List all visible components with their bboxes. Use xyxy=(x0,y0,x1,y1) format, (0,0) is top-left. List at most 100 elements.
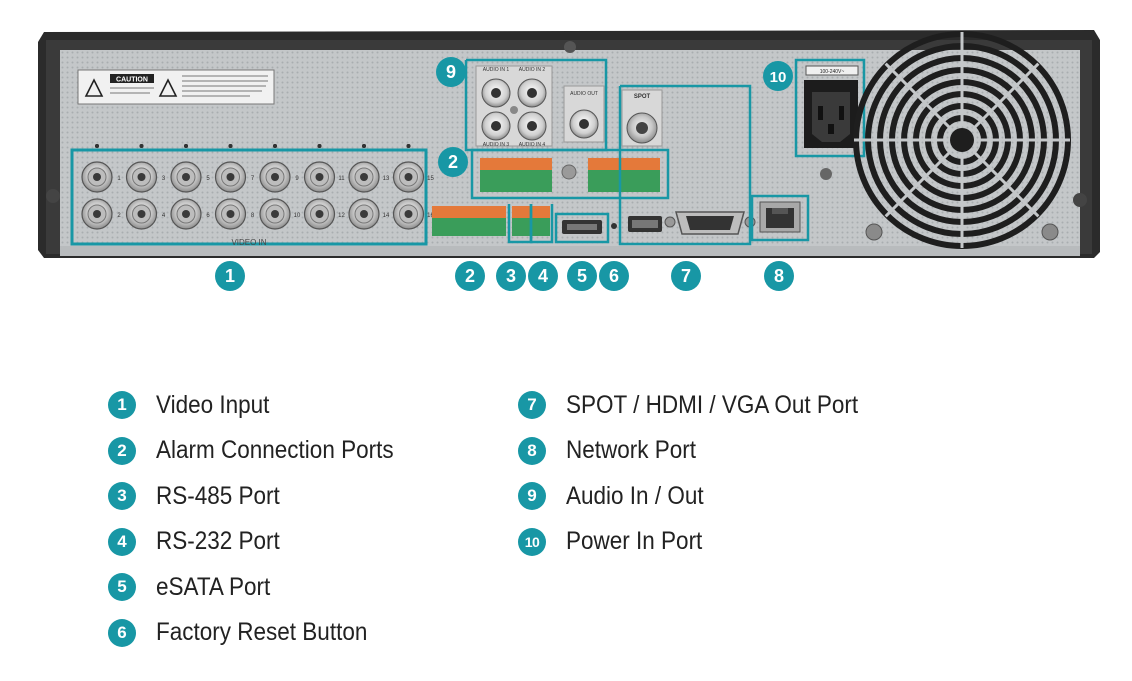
bnc-video-port: 6 xyxy=(170,144,210,230)
video-port-number: 4 xyxy=(162,213,166,219)
audio-in-1-text: AUDIO IN 1 xyxy=(483,67,510,73)
spot-port: SPOT xyxy=(621,89,663,147)
legend-number-badge: 9 xyxy=(518,482,546,510)
audio-out-text: AUDIO OUT xyxy=(570,91,598,97)
callout-number: 1 xyxy=(225,266,235,286)
video-port-number: 7 xyxy=(251,176,255,182)
power-rating-text: 100-240V~ xyxy=(820,69,845,75)
alarm-terminal-upper-right xyxy=(588,158,660,192)
callout-number: 8 xyxy=(774,266,784,286)
video-port-number: 9 xyxy=(295,176,299,182)
callout-number: 7 xyxy=(681,266,691,286)
legend-number-badge: 5 xyxy=(108,573,136,601)
network-port xyxy=(759,201,801,233)
legend-item: 9 Audio In / Out xyxy=(518,479,719,513)
callout-number: 2 xyxy=(448,152,458,172)
callout-7: 7 xyxy=(671,261,701,291)
legend-item: 8 Network Port xyxy=(518,434,710,468)
screw-icon xyxy=(820,168,832,180)
alarm-terminal-upper-left xyxy=(480,158,552,192)
bnc-video-port: 10 xyxy=(259,144,301,230)
spot-hdmi-vga-highlight xyxy=(618,84,752,246)
fan-grille xyxy=(853,31,1071,249)
legend-number-badge: 1 xyxy=(108,391,136,419)
power-port: 100-240V~ xyxy=(804,65,859,148)
video-port-number: 11 xyxy=(338,176,345,182)
video-port-number: 8 xyxy=(251,213,255,219)
warning-triangle-icon xyxy=(158,78,178,97)
callout-9: 9 xyxy=(436,57,466,87)
audio-in-3-text: AUDIO IN 3 xyxy=(483,142,510,148)
legend-number-badge: 3 xyxy=(108,482,136,510)
legend-label: Video Input xyxy=(156,390,270,419)
bnc-video-port: 1 xyxy=(81,144,121,193)
callout-number: 9 xyxy=(446,62,456,82)
legend-label: Audio In / Out xyxy=(566,481,704,510)
audio-highlight xyxy=(464,58,608,152)
legend-label: Network Port xyxy=(566,436,697,464)
rs232-terminal xyxy=(532,206,550,236)
legend-number-badge: 2 xyxy=(108,436,136,465)
legend-label: SPOT / HDMI / VGA Out Port xyxy=(566,390,859,419)
legend-item: 3 RS-485 Port xyxy=(108,479,294,513)
legend-label: RS-485 Port xyxy=(156,481,280,510)
screw-icon xyxy=(564,41,576,53)
alarm-terminal-block xyxy=(432,206,506,236)
legend-label: RS-232 Port xyxy=(156,527,280,555)
video-port-number: 15 xyxy=(427,176,434,182)
caution-text: CAUTION xyxy=(116,77,148,84)
bnc-video-port: 16 xyxy=(392,144,434,230)
video-port-number: 5 xyxy=(206,176,210,182)
callout-2: 2 xyxy=(455,261,485,291)
callout-number: 10 xyxy=(770,69,787,86)
callout-number: 6 xyxy=(609,266,619,286)
screw-icon xyxy=(46,189,60,203)
video-port-number: 12 xyxy=(338,213,345,219)
video-port-number: 3 xyxy=(162,176,166,182)
legend-number-badge: 8 xyxy=(518,436,546,465)
legend-label: Alarm Connection Ports xyxy=(156,436,394,464)
callout-4: 4 xyxy=(528,261,558,291)
screw-icon xyxy=(1073,193,1087,207)
callout-2: 2 xyxy=(438,147,468,177)
legend-label: Power In Port xyxy=(566,527,703,555)
network-highlight xyxy=(750,194,810,242)
video-port-number: 14 xyxy=(383,213,390,219)
video-port-number: 6 xyxy=(206,213,210,219)
bnc-video-port: 5 xyxy=(170,144,210,193)
legend-number-badge: 6 xyxy=(108,618,136,647)
video-port-number: 10 xyxy=(294,213,301,219)
bnc-video-port: 13 xyxy=(348,144,390,193)
audio-in-4-text: AUDIO IN 4 xyxy=(519,142,546,148)
video-port-number: 1 xyxy=(117,176,121,182)
legend-label: eSATA Port xyxy=(156,572,271,601)
spot-text: SPOT xyxy=(634,94,651,100)
audio-ports: AUDIO IN 1 AUDIO IN 2 AUDIO IN 3 AUDIO I… xyxy=(475,65,605,148)
esata-port xyxy=(562,220,602,234)
screw-icon xyxy=(865,223,883,241)
callout-number: 3 xyxy=(506,266,516,286)
bnc-video-port: 4 xyxy=(125,144,166,230)
bnc-video-port: 2 xyxy=(81,144,121,230)
rs232-highlight xyxy=(529,204,554,244)
callout-number: 4 xyxy=(538,266,548,286)
screw-icon xyxy=(1041,223,1059,241)
caution-label: CAUTION xyxy=(77,69,275,105)
callout-3: 3 xyxy=(496,261,526,291)
callout-10: 10 xyxy=(763,61,793,91)
video-port-number: 2 xyxy=(117,213,121,219)
legend-item: 5 eSATA Port xyxy=(108,570,283,604)
factory-reset-button xyxy=(611,223,617,229)
callout-8: 8 xyxy=(764,261,794,291)
bnc-video-port: 3 xyxy=(125,144,166,193)
callout-5: 5 xyxy=(567,261,597,291)
hdmi-port xyxy=(628,216,662,232)
